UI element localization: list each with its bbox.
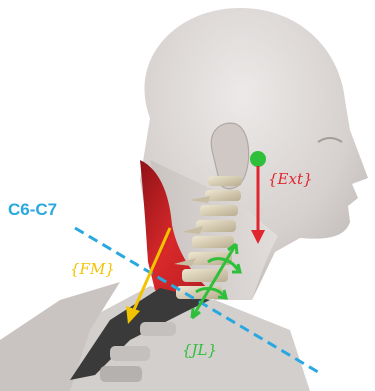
flexion-moment-label: {FM} (70, 262, 115, 277)
c6-c7-level-label: C6-C7 (8, 201, 57, 218)
external-force-label: {Ext} (268, 172, 313, 187)
joint-load-label: {JL} (182, 343, 217, 358)
